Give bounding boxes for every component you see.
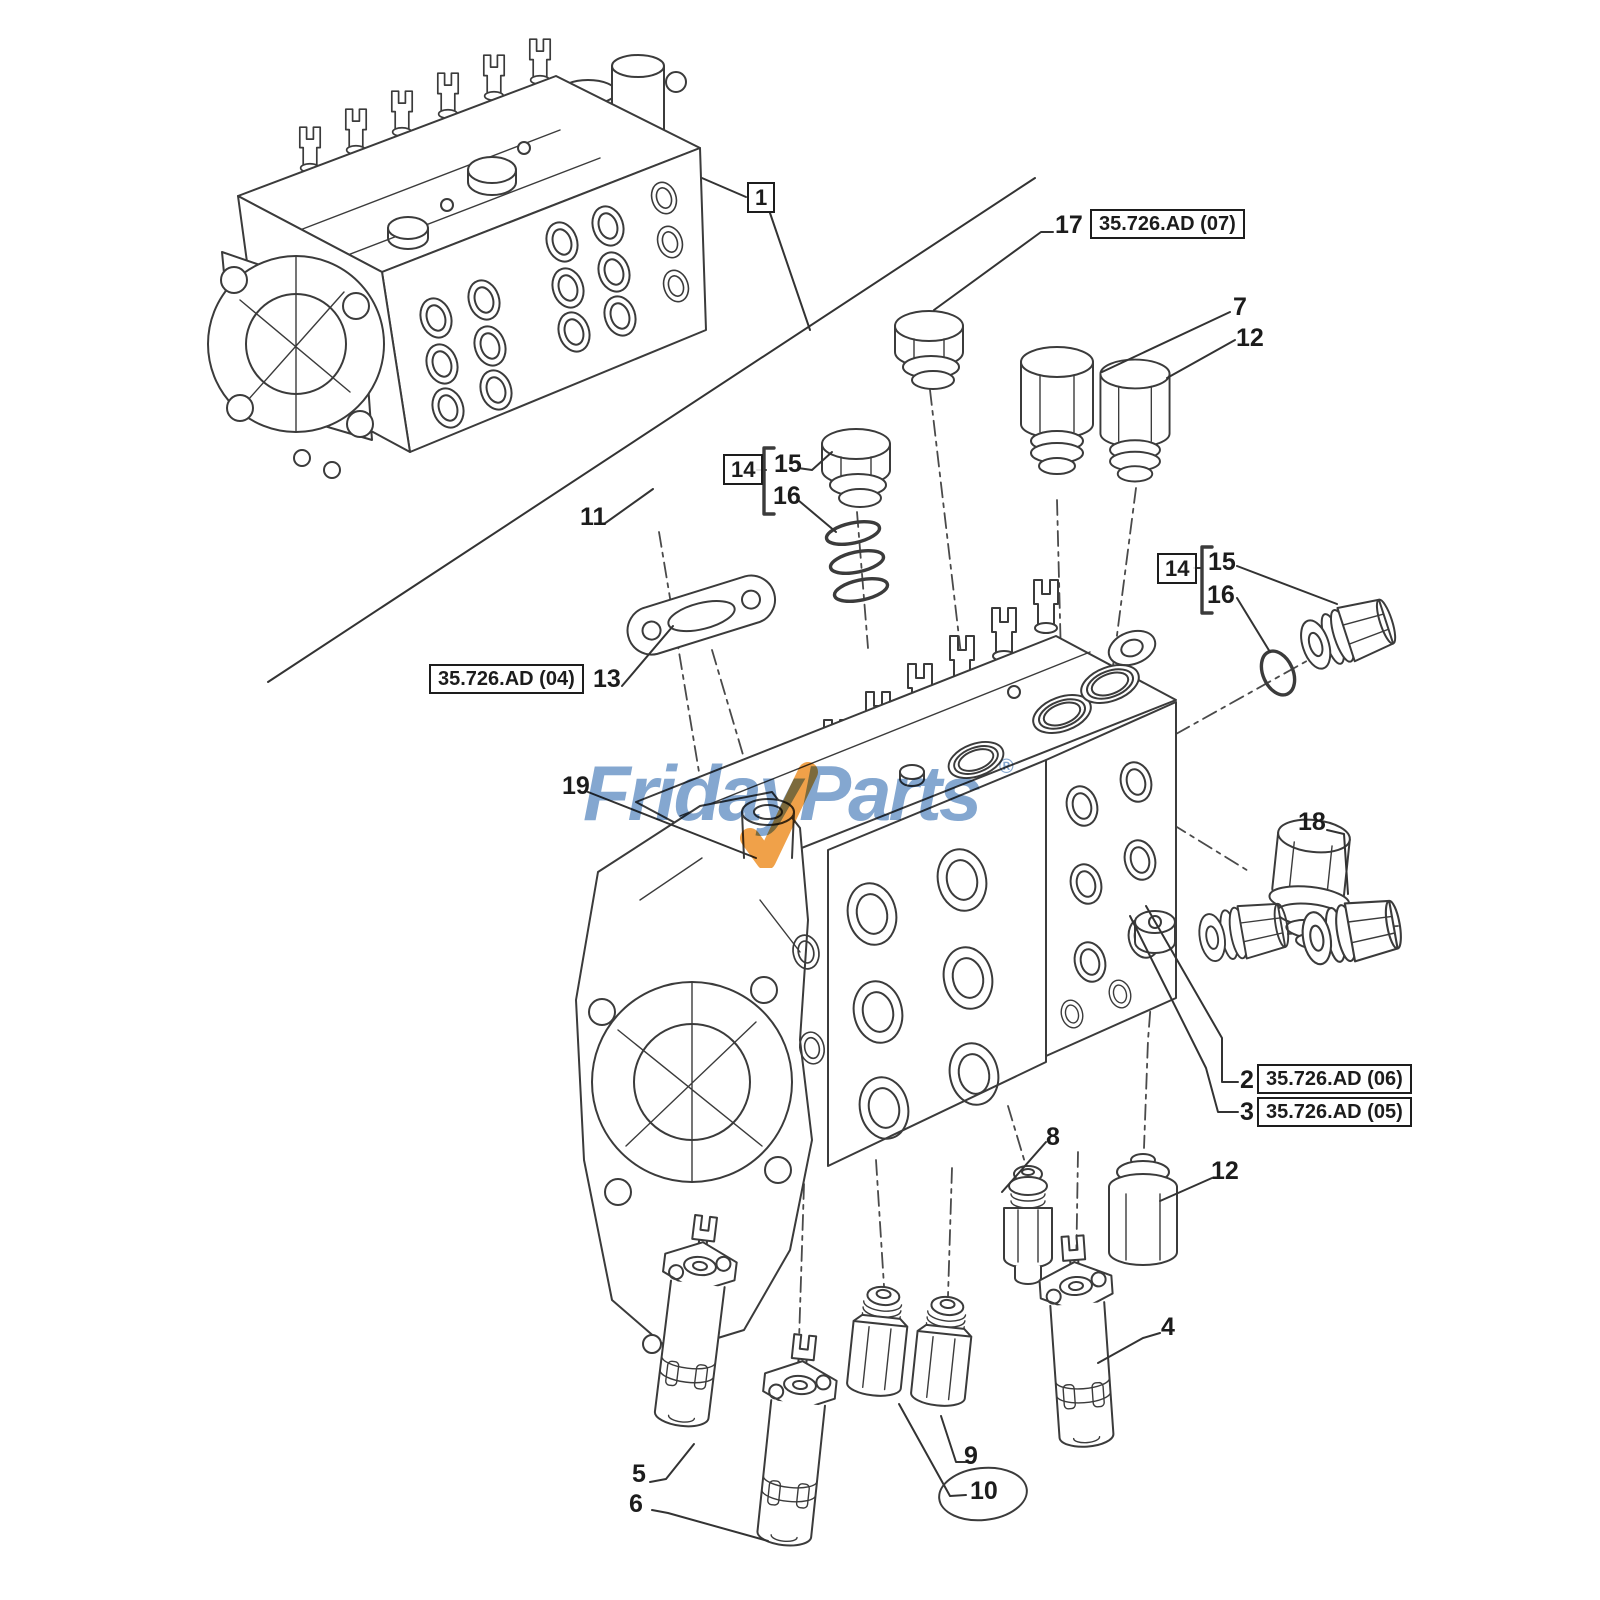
- callout-3: 3: [1240, 1098, 1254, 1126]
- part-16-oring-right: [1259, 649, 1297, 697]
- callout-12-top: 12: [1236, 324, 1264, 352]
- callout-9: 9: [964, 1442, 978, 1470]
- callout-box-14-right: 14: [1157, 553, 1198, 585]
- part-18-plug-left: [1194, 897, 1293, 967]
- watermark-check-icon: [740, 762, 818, 868]
- watermark-registered-mark: ®: [999, 756, 1014, 778]
- callout-6: 6: [629, 1490, 643, 1518]
- callout-16-left: 16: [773, 482, 801, 510]
- part-9-valve: [909, 1293, 977, 1410]
- highlight-ellipse: [938, 1466, 1028, 1522]
- part-8-valve: [1003, 1165, 1053, 1285]
- part-11-plug: [1268, 818, 1351, 950]
- check-stroke: [740, 762, 818, 868]
- callout-7: 7: [1233, 293, 1247, 321]
- watermark: Friday Parts: [583, 748, 982, 839]
- callout-5: 5: [632, 1460, 646, 1488]
- callout-11: 11: [580, 503, 607, 531]
- callout-16-right: 16: [1207, 581, 1235, 609]
- valve-assembly-overview: [207, 38, 707, 479]
- part-15-plug-right: [1293, 592, 1402, 677]
- part-6-cartridge: [746, 1330, 843, 1550]
- valve-assembly-exploded: [575, 579, 1177, 1372]
- callout-18: 18: [1298, 808, 1326, 836]
- callout-8: 8: [1046, 1123, 1060, 1151]
- ref-box-35-726-AD-04: 35.726.AD (04): [429, 664, 584, 694]
- callout-10: 10: [970, 1477, 998, 1505]
- callout-box-14-left: 14: [723, 454, 764, 486]
- part-13-gasket: [626, 574, 777, 656]
- callout-15-right: 15: [1208, 548, 1236, 576]
- callout-15-left: 15: [774, 450, 802, 478]
- part-17-plug: [894, 310, 964, 390]
- watermark-brand-right: Parts: [799, 749, 982, 837]
- ref-box-35-726-AD-07: 35.726.AD (07): [1090, 209, 1245, 239]
- part-12-plug-top: [1099, 358, 1171, 483]
- callout-2: 2: [1240, 1066, 1254, 1094]
- callout-12-bottom: 12: [1211, 1157, 1239, 1185]
- part-10-valve: [845, 1283, 913, 1400]
- callout-box-1: 1: [747, 182, 776, 214]
- ref-box-35-726-AD-05: 35.726.AD (05): [1257, 1097, 1412, 1127]
- ref-box-35-726-AD-06: 35.726.AD (06): [1257, 1064, 1412, 1094]
- callout-4: 4: [1161, 1313, 1175, 1341]
- callout-13: 13: [593, 665, 621, 693]
- leader-lines: [587, 231, 1349, 1542]
- part-4-cartridge: [1035, 1232, 1125, 1451]
- part-15-plug-left: [821, 428, 891, 508]
- part-12-valve-bottom: [1108, 1153, 1178, 1266]
- part-7-plug: [1020, 346, 1094, 475]
- watermark-brand-left: Friday: [583, 749, 802, 837]
- callout-17: 17: [1055, 211, 1083, 239]
- part-16-orings-left: [824, 520, 890, 603]
- callout-19: 19: [562, 772, 590, 800]
